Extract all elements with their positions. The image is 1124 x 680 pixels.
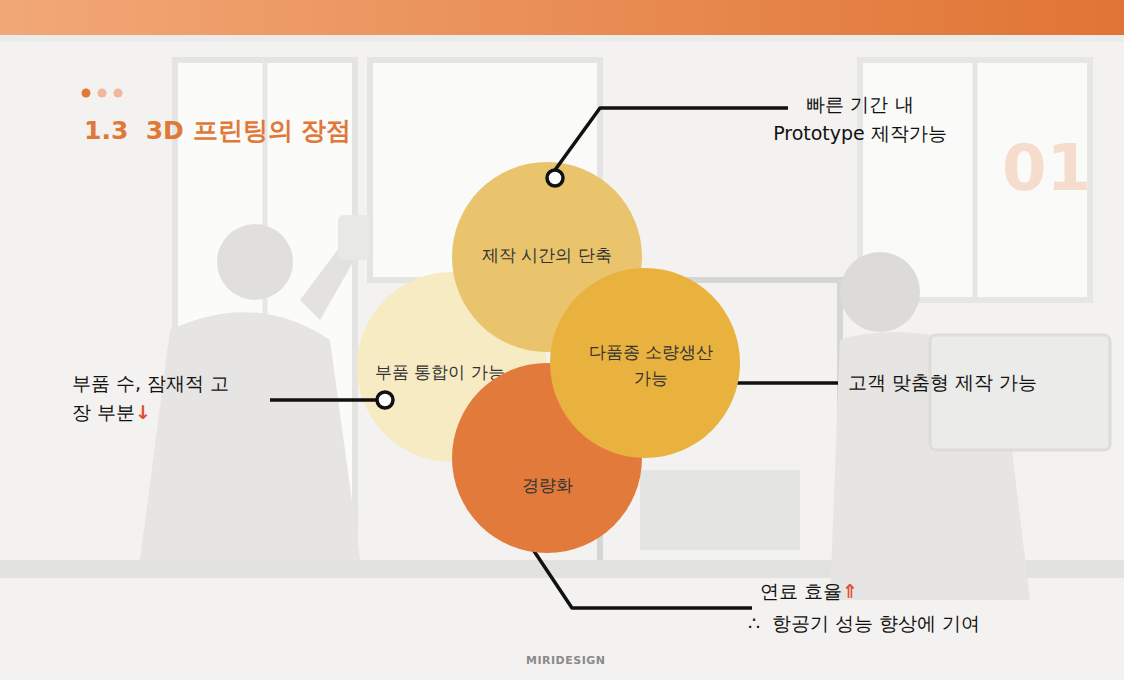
circle-label: 다품종 소량생산 가능	[579, 339, 724, 392]
callout-label: 연료 효율	[760, 580, 842, 602]
callout-text: ∴ 항공기 성능 향상에 기여	[748, 609, 980, 638]
callout-text: 연료 효율⇑	[760, 577, 858, 606]
circle-shape	[550, 268, 740, 458]
callout-label: 고객 맞춤형 제작 가능	[848, 371, 1037, 393]
callout-text: 부품 수, 잠재적 고장 부분↓	[72, 369, 234, 428]
callout-text: 빠른 기간 내 Prototype 제작가능	[770, 90, 950, 149]
slide-number: 01	[1002, 130, 1091, 207]
up-arrow: ⇑	[842, 580, 858, 602]
callout-label: 빠른 기간 내 Prototype 제작가능	[773, 93, 947, 144]
down-arrow: ↓	[135, 401, 151, 423]
therefore-symbol: ∴	[748, 612, 760, 634]
callout-label: 항공기 성능 향상에 기여	[772, 612, 980, 634]
slide-title: 1.3 3D 프린팅의 장점	[84, 114, 351, 147]
venn-circle: 다품종 소량생산 가능	[550, 268, 740, 458]
brand-watermark: MIRIDESIGN	[526, 652, 606, 669]
callout-text: 고객 맞춤형 제작 가능	[848, 368, 1037, 397]
brand-text: MIRIDESIGN	[526, 654, 606, 667]
number-watermark: 01	[1002, 131, 1091, 205]
circle-label: 제작 시간의 단축	[462, 242, 632, 268]
circle-label: 경량화	[482, 472, 612, 498]
